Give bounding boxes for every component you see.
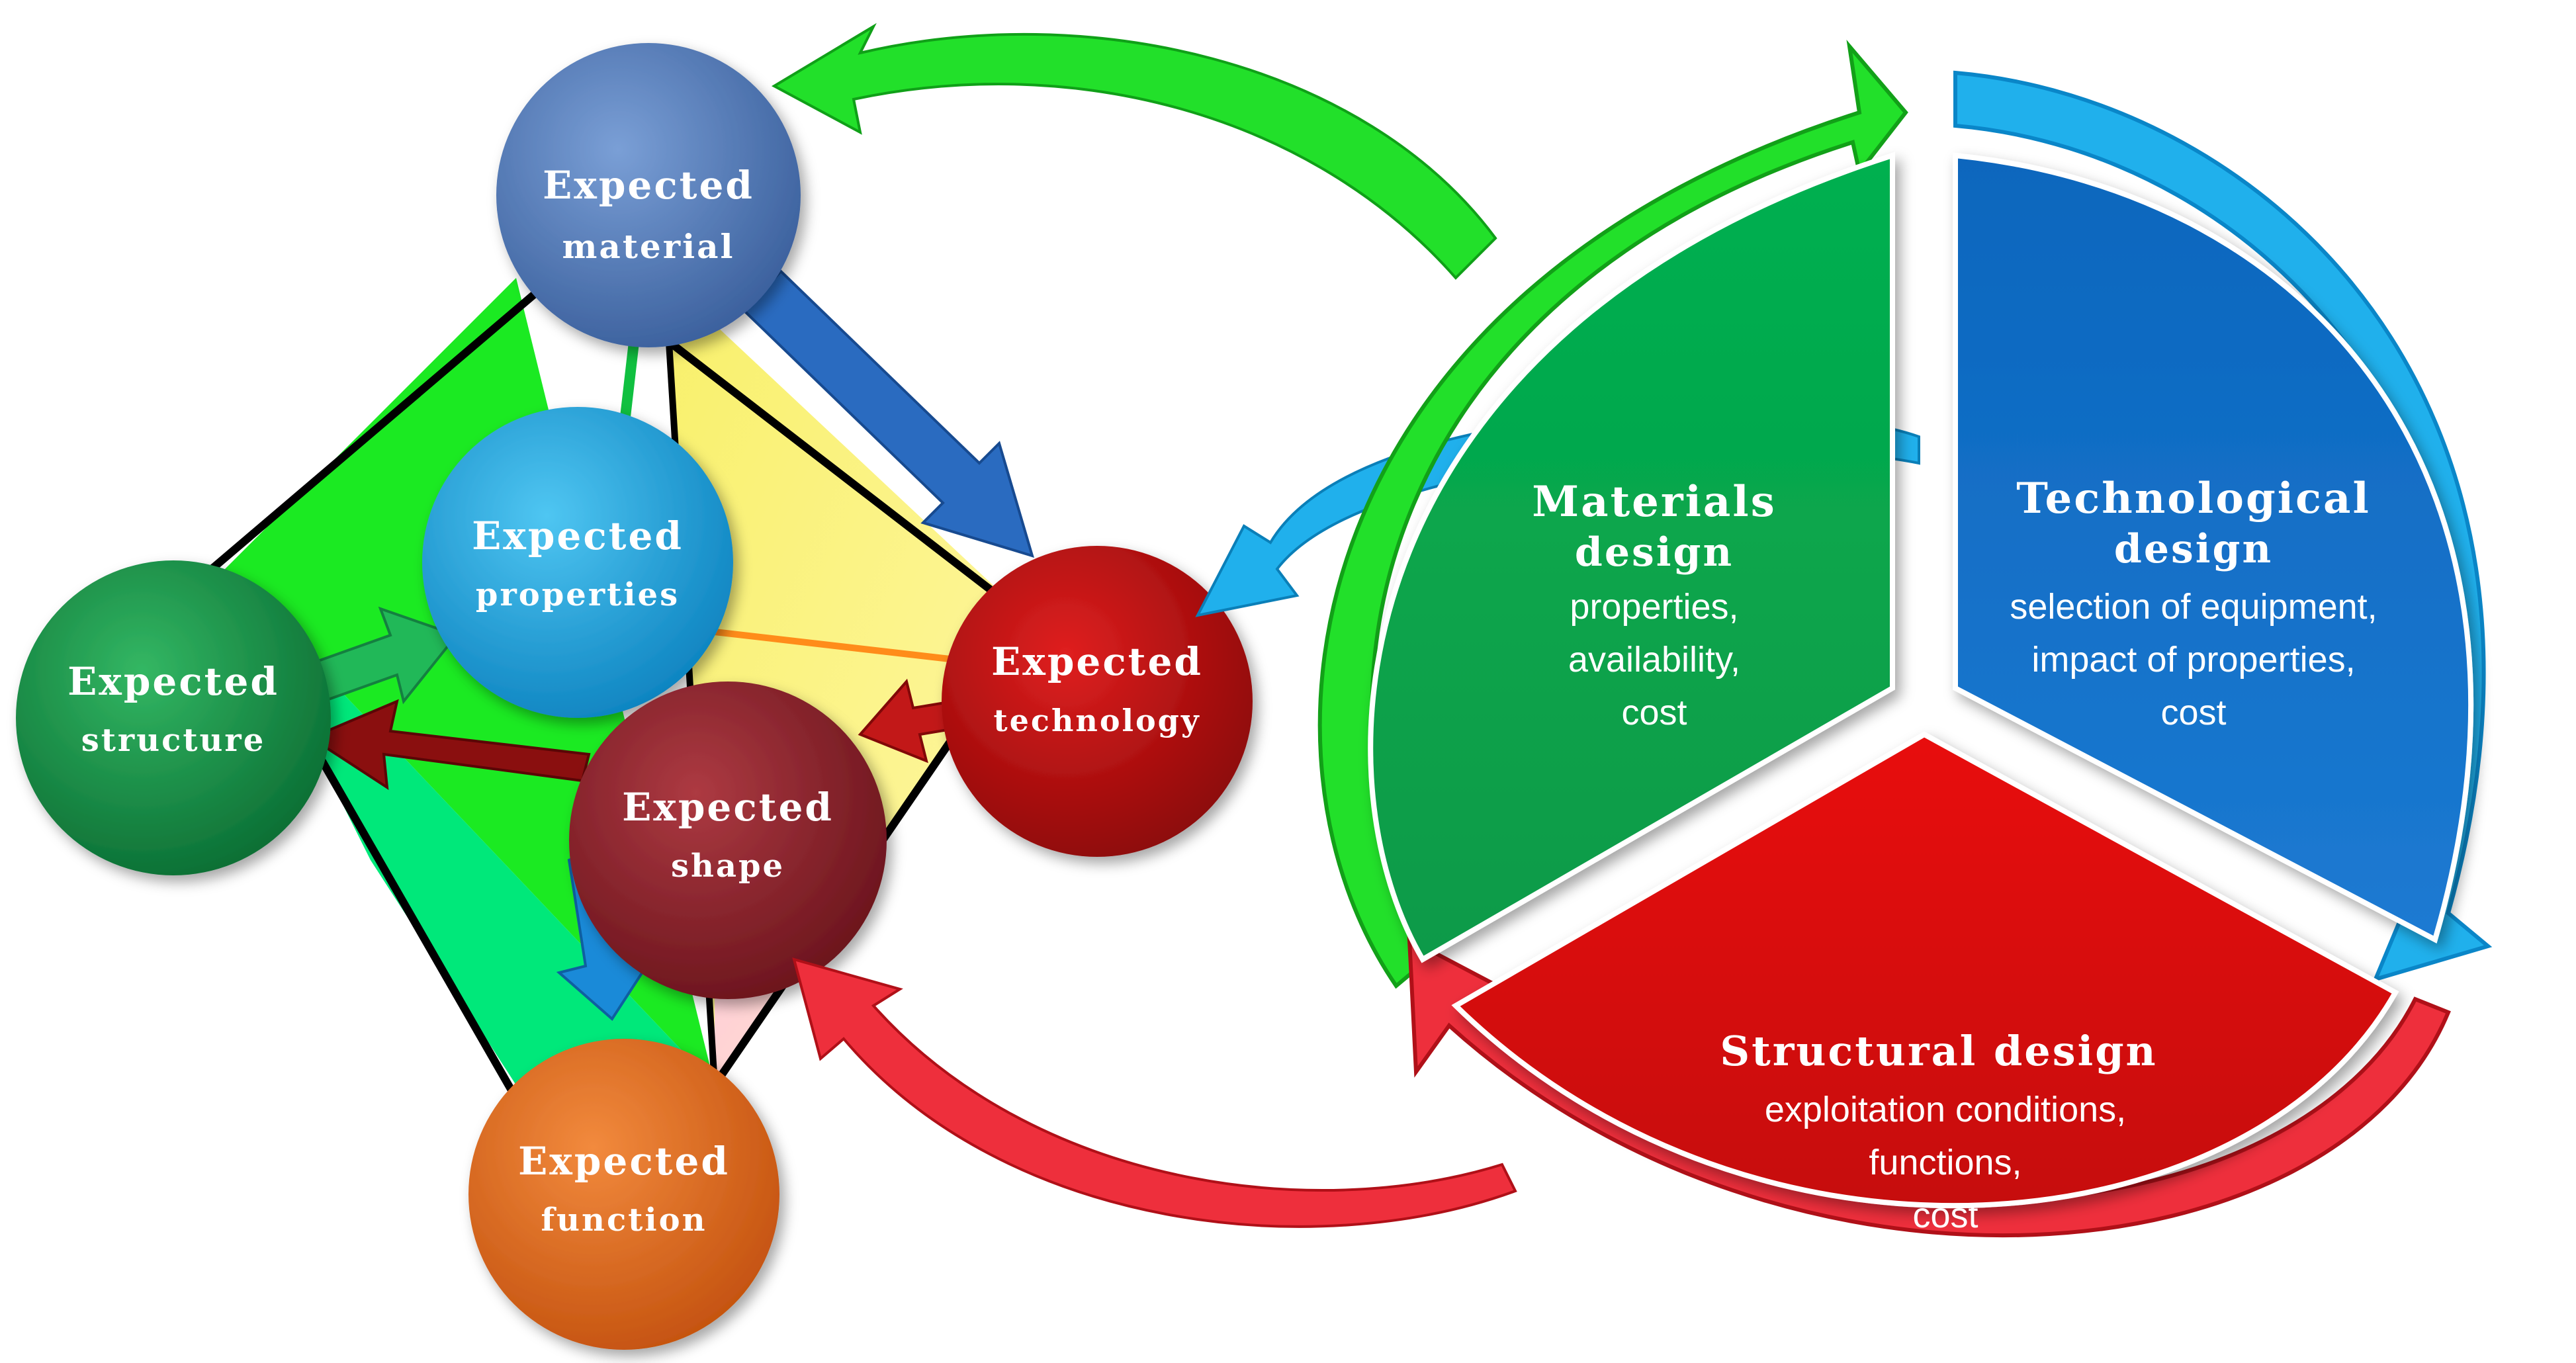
- node-structure-line1: Expected: [67, 659, 279, 704]
- sector-technological-design: [1953, 152, 2474, 944]
- arrow-material-to-technology: [742, 269, 1034, 558]
- structural-body-line3: cost: [1912, 1196, 1978, 1235]
- sector-materials-design: [1368, 152, 1895, 963]
- node-function-line1: Expected: [518, 1139, 730, 1184]
- node-structure-circle: [16, 560, 331, 875]
- tetra-edge-orange: [714, 629, 973, 665]
- node-properties-circle: [422, 407, 733, 718]
- node-expected-function: Expected function: [468, 1039, 779, 1350]
- technological-body-line3: cost: [2160, 693, 2226, 732]
- materials-body-line3: cost: [1621, 693, 1687, 732]
- node-properties-line2: properties: [476, 576, 680, 613]
- arrow-shape-to-structure: [308, 699, 591, 790]
- node-expected-structure: Expected structure: [16, 560, 331, 875]
- structural-body-line1: exploitation conditions,: [1765, 1090, 2126, 1129]
- node-technology-circle: [942, 546, 1253, 857]
- node-expected-shape: Expected shape: [569, 682, 887, 999]
- node-expected-material: Expected material: [496, 43, 801, 347]
- materials-body-line2: availability,: [1568, 640, 1740, 680]
- cycle-arrow-red: [1407, 936, 2451, 1238]
- node-material-circle: [496, 43, 801, 347]
- materials-title-line1: Materials: [1532, 477, 1776, 527]
- node-structure-line2: structure: [81, 722, 266, 759]
- cycle-arrow-blue: [1953, 70, 2493, 983]
- arrow-structural-to-expected-shape: [792, 957, 1517, 1228]
- node-shape-circle: [569, 682, 887, 999]
- node-technology-line1: Expected: [991, 639, 1203, 684]
- node-technology-line2: technology: [993, 703, 1200, 738]
- technological-body-line2: impact of properties,: [2031, 640, 2355, 680]
- node-material-line2: material: [562, 227, 735, 266]
- materials-title-line2: design: [1575, 529, 1734, 576]
- node-shape-line2: shape: [671, 848, 785, 885]
- technological-title-line1: Technological: [2016, 474, 2371, 523]
- node-function-line2: function: [541, 1202, 707, 1239]
- technological-body-line1: selection of equipment,: [2010, 587, 2377, 627]
- node-properties-line1: Expected: [472, 513, 684, 558]
- node-expected-properties: Expected properties: [422, 407, 733, 718]
- node-shape-line1: Expected: [622, 785, 834, 830]
- structural-title: Structural design: [1720, 1027, 2157, 1075]
- node-function-circle: [468, 1039, 779, 1350]
- node-material-line1: Expected: [543, 163, 754, 208]
- sector-structural-design: [1451, 731, 2399, 1209]
- structural-body-line2: functions,: [1869, 1143, 2021, 1182]
- technological-title-line2: design: [2114, 526, 2273, 572]
- materials-body-line1: properties,: [1570, 587, 1738, 627]
- arrow-materials-to-expected-material: [771, 22, 1497, 280]
- node-expected-technology: Expected technology: [942, 546, 1253, 857]
- design-cycle: Materials design properties, availabilit…: [1317, 40, 2493, 1238]
